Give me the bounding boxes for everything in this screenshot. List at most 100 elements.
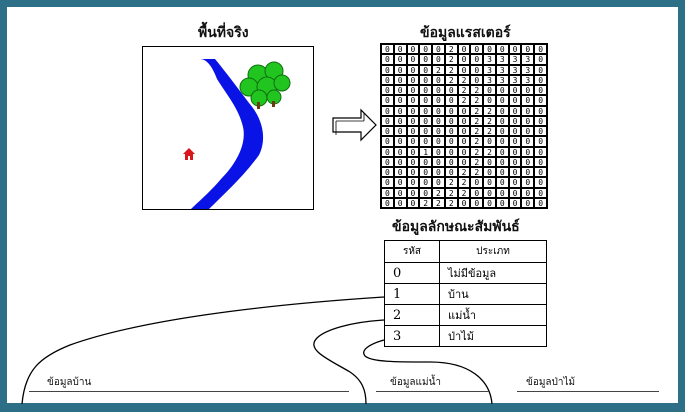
raster-cell: 0 xyxy=(432,74,445,85)
raster-cell: 3 xyxy=(521,74,535,85)
raster-cell: 2 xyxy=(432,187,445,198)
raster-cell: 0 xyxy=(508,146,522,157)
raster-cell: 2 xyxy=(419,197,433,208)
raster-cell: 3 xyxy=(495,74,509,85)
raster-cell: 0 xyxy=(393,187,407,198)
table-row: 3 ป่าไม้ xyxy=(384,325,547,347)
raster-cell: 3 xyxy=(508,64,522,75)
raster-cell: 0 xyxy=(406,197,420,208)
forest-icon xyxy=(239,61,291,109)
raster-cell: 0 xyxy=(495,44,509,55)
raster-cell: 0 xyxy=(470,187,484,198)
raster-cell: 2 xyxy=(457,167,471,178)
raster-cell: 0 xyxy=(534,64,547,75)
raster-cell: 0 xyxy=(444,126,458,137)
raster-cell: 3 xyxy=(521,64,535,75)
raster-cell: 2 xyxy=(483,146,496,157)
house-icon xyxy=(183,148,195,160)
raster-cell: 0 xyxy=(419,85,433,96)
raster-cell: 0 xyxy=(483,187,496,198)
raster-cell: 0 xyxy=(483,197,496,208)
raster-cell: 0 xyxy=(534,187,547,198)
raster-cell: 0 xyxy=(495,177,509,188)
raster-cell: 0 xyxy=(470,177,484,188)
raster-cell: 0 xyxy=(534,156,547,167)
raster-cell: 0 xyxy=(521,115,535,126)
raster-cell: 2 xyxy=(483,115,496,126)
attribute-table-header: รหัส ประเภท xyxy=(384,240,547,263)
raster-cell: 0 xyxy=(432,54,445,65)
raster-cell: 2 xyxy=(483,105,496,116)
raster-cell: 0 xyxy=(406,115,420,126)
raster-cell: 0 xyxy=(393,197,407,208)
raster-cell: 0 xyxy=(381,64,394,75)
raster-cell: 0 xyxy=(406,64,420,75)
house-layer-label: ข้อมูลบ้าน xyxy=(47,377,92,388)
raster-cell: 0 xyxy=(457,146,471,157)
raster-cell: 0 xyxy=(534,105,547,116)
raster-cell: 3 xyxy=(483,74,496,85)
raster-cell: 0 xyxy=(534,95,547,106)
raster-cell: 0 xyxy=(521,187,535,198)
house-layer-line xyxy=(29,391,349,392)
raster-cell: 0 xyxy=(508,95,522,106)
raster-cell: 0 xyxy=(495,115,509,126)
raster-cell: 0 xyxy=(381,54,394,65)
river-connector-outer xyxy=(313,319,385,405)
raster-cell: 0 xyxy=(406,54,420,65)
raster-cell: 3 xyxy=(508,54,522,65)
raster-cell: 0 xyxy=(495,197,509,208)
attribute-data-title: ข้อมูลลักษณะสัมพันธ์ xyxy=(392,219,520,235)
raster-cell: 2 xyxy=(470,95,484,106)
raster-cell: 3 xyxy=(483,64,496,75)
forest-layer-line xyxy=(517,391,659,392)
raster-cell: 0 xyxy=(508,187,522,198)
raster-cell: 0 xyxy=(457,115,471,126)
raster-cell: 0 xyxy=(381,187,394,198)
raster-cell: 0 xyxy=(457,105,471,116)
raster-cell: 2 xyxy=(457,85,471,96)
raster-cell: 0 xyxy=(432,167,445,178)
raster-cell: 0 xyxy=(495,126,509,137)
raster-cell: 0 xyxy=(521,136,535,147)
raster-cell: 0 xyxy=(521,156,535,167)
raster-cell: 2 xyxy=(470,115,484,126)
raster-cell: 0 xyxy=(483,95,496,106)
raster-cell: 0 xyxy=(534,44,547,55)
raster-cell: 0 xyxy=(470,54,484,65)
raster-cell: 0 xyxy=(406,85,420,96)
raster-cell: 0 xyxy=(534,136,547,147)
river-layer-label: ข้อมูลแม่น้ำ xyxy=(390,377,442,388)
raster-cell: 0 xyxy=(381,167,394,178)
raster-cell: 0 xyxy=(444,105,458,116)
river-layer-line xyxy=(376,391,489,392)
raster-cell: 0 xyxy=(470,74,484,85)
raster-cell: 0 xyxy=(406,177,420,188)
raster-cell: 0 xyxy=(534,167,547,178)
row-code: 3 xyxy=(384,325,440,347)
raster-cell: 0 xyxy=(444,115,458,126)
raster-cell: 2 xyxy=(470,156,484,167)
raster-cell: 3 xyxy=(508,74,522,85)
raster-cell: 0 xyxy=(432,156,445,167)
raster-cell: 0 xyxy=(419,177,433,188)
raster-cell: 0 xyxy=(393,95,407,106)
raster-cell: 0 xyxy=(393,105,407,116)
raster-cell: 0 xyxy=(419,64,433,75)
raster-cell: 0 xyxy=(483,44,496,55)
raster-cell: 0 xyxy=(419,44,433,55)
raster-cell: 0 xyxy=(470,44,484,55)
raster-cell: 2 xyxy=(444,187,458,198)
real-area-title: พื้นที่จริง xyxy=(198,25,249,41)
raster-cell: 0 xyxy=(495,167,509,178)
river-connector-inner xyxy=(363,339,493,405)
raster-data-title: ข้อมูลแรสเตอร์ xyxy=(420,25,511,41)
raster-cell: 0 xyxy=(406,126,420,137)
raster-cell: 0 xyxy=(495,105,509,116)
raster-cell: 2 xyxy=(444,177,458,188)
raster-cell: 0 xyxy=(457,44,471,55)
raster-cell: 2 xyxy=(457,74,471,85)
raster-cell: 0 xyxy=(419,115,433,126)
